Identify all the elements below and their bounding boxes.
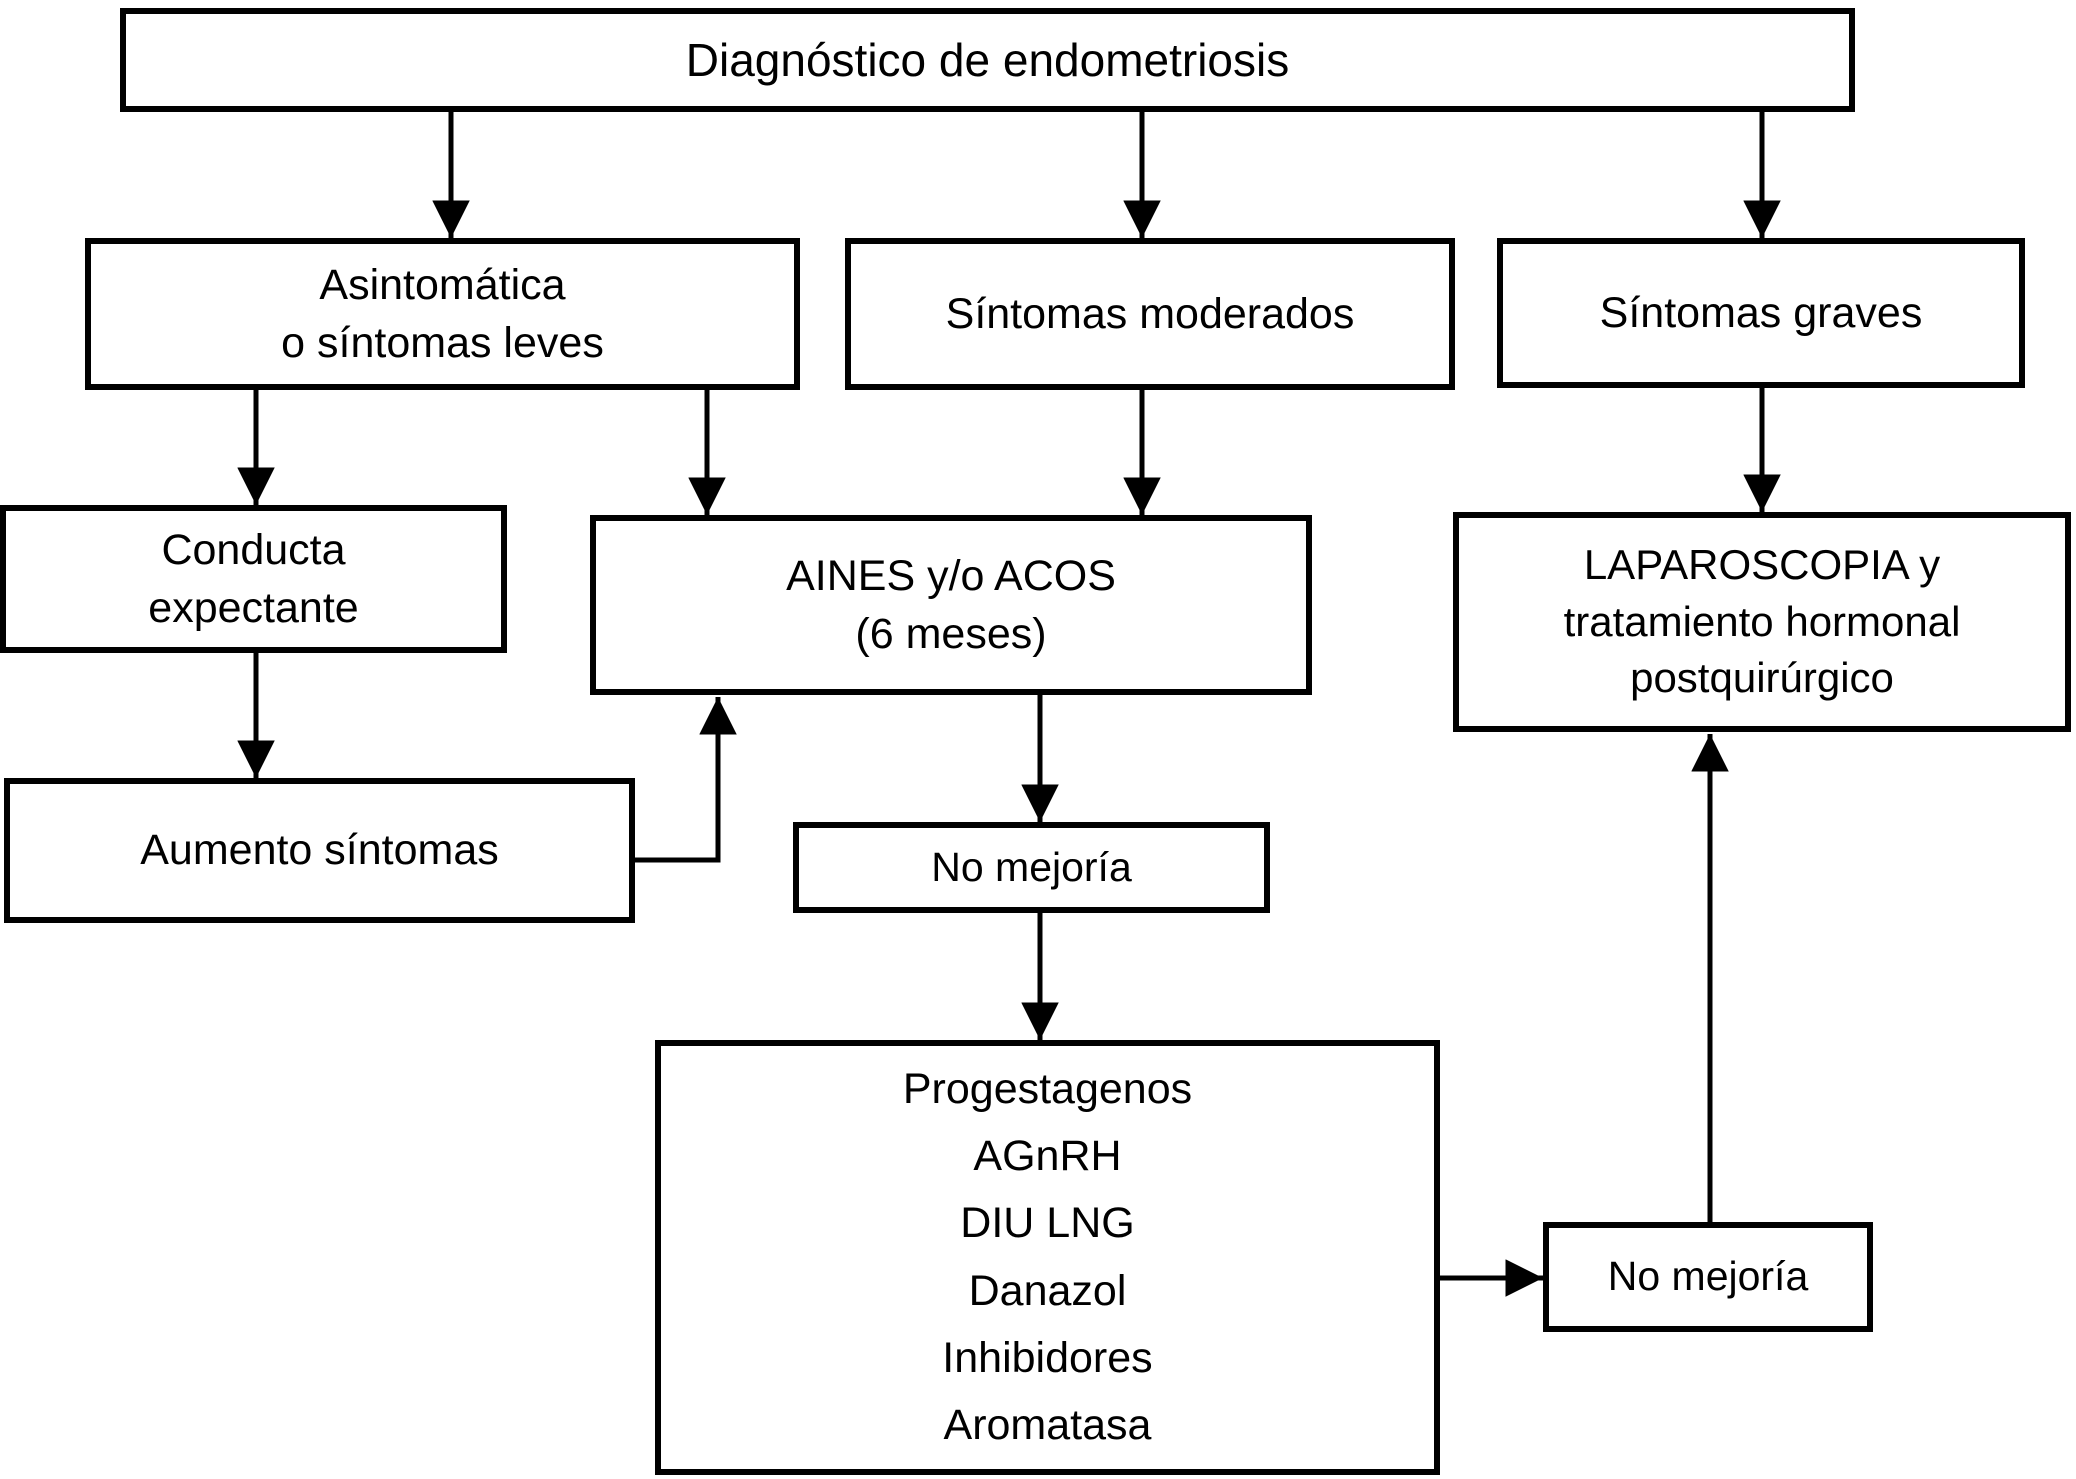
node-sintomas-graves: Síntomas graves xyxy=(1497,238,2025,388)
node-label: Progestagenos AGnRH DIU LNG Danazol Inhi… xyxy=(902,1065,1193,1449)
node-label: Conducta expectante xyxy=(148,525,359,632)
node-label: LAPAROSCOPIA y tratamiento hormonal post… xyxy=(1563,540,1961,702)
node-label: Síntomas graves xyxy=(1599,288,1923,337)
node-laparoscopia-tratamiento: LAPAROSCOPIA y tratamiento hormonal post… xyxy=(1453,512,2071,732)
node-label: AINES y/o ACOS (6 meses) xyxy=(786,551,1116,658)
node-no-mejoria-1: No mejoría xyxy=(793,822,1270,913)
node-label: Asintomática o síntomas leves xyxy=(281,260,604,367)
node-aumento-sintomas: Aumento síntomas xyxy=(4,778,635,923)
node-diagnostico-endometriosis: Diagnóstico de endometriosis xyxy=(120,8,1855,112)
node-tratamientos-hormonales: Progestagenos AGnRH DIU LNG Danazol Inhi… xyxy=(655,1040,1440,1475)
node-no-mejoria-2: No mejoría xyxy=(1543,1222,1873,1332)
node-label: Diagnóstico de endometriosis xyxy=(685,33,1290,86)
node-label: No mejoría xyxy=(1607,1253,1809,1300)
node-label: Aumento síntomas xyxy=(140,826,499,875)
node-label: Síntomas moderados xyxy=(945,289,1355,338)
node-conducta-expectante: Conducta expectante xyxy=(0,505,507,653)
node-sintomas-moderados: Síntomas moderados xyxy=(845,238,1455,390)
node-label: No mejoría xyxy=(931,843,1132,890)
arrow-aumento-to-aines-feedback xyxy=(633,697,737,863)
node-aines-acos: AINES y/o ACOS (6 meses) xyxy=(590,515,1312,695)
node-asintomatica-sintomas-leves: Asintomática o síntomas leves xyxy=(85,238,800,390)
